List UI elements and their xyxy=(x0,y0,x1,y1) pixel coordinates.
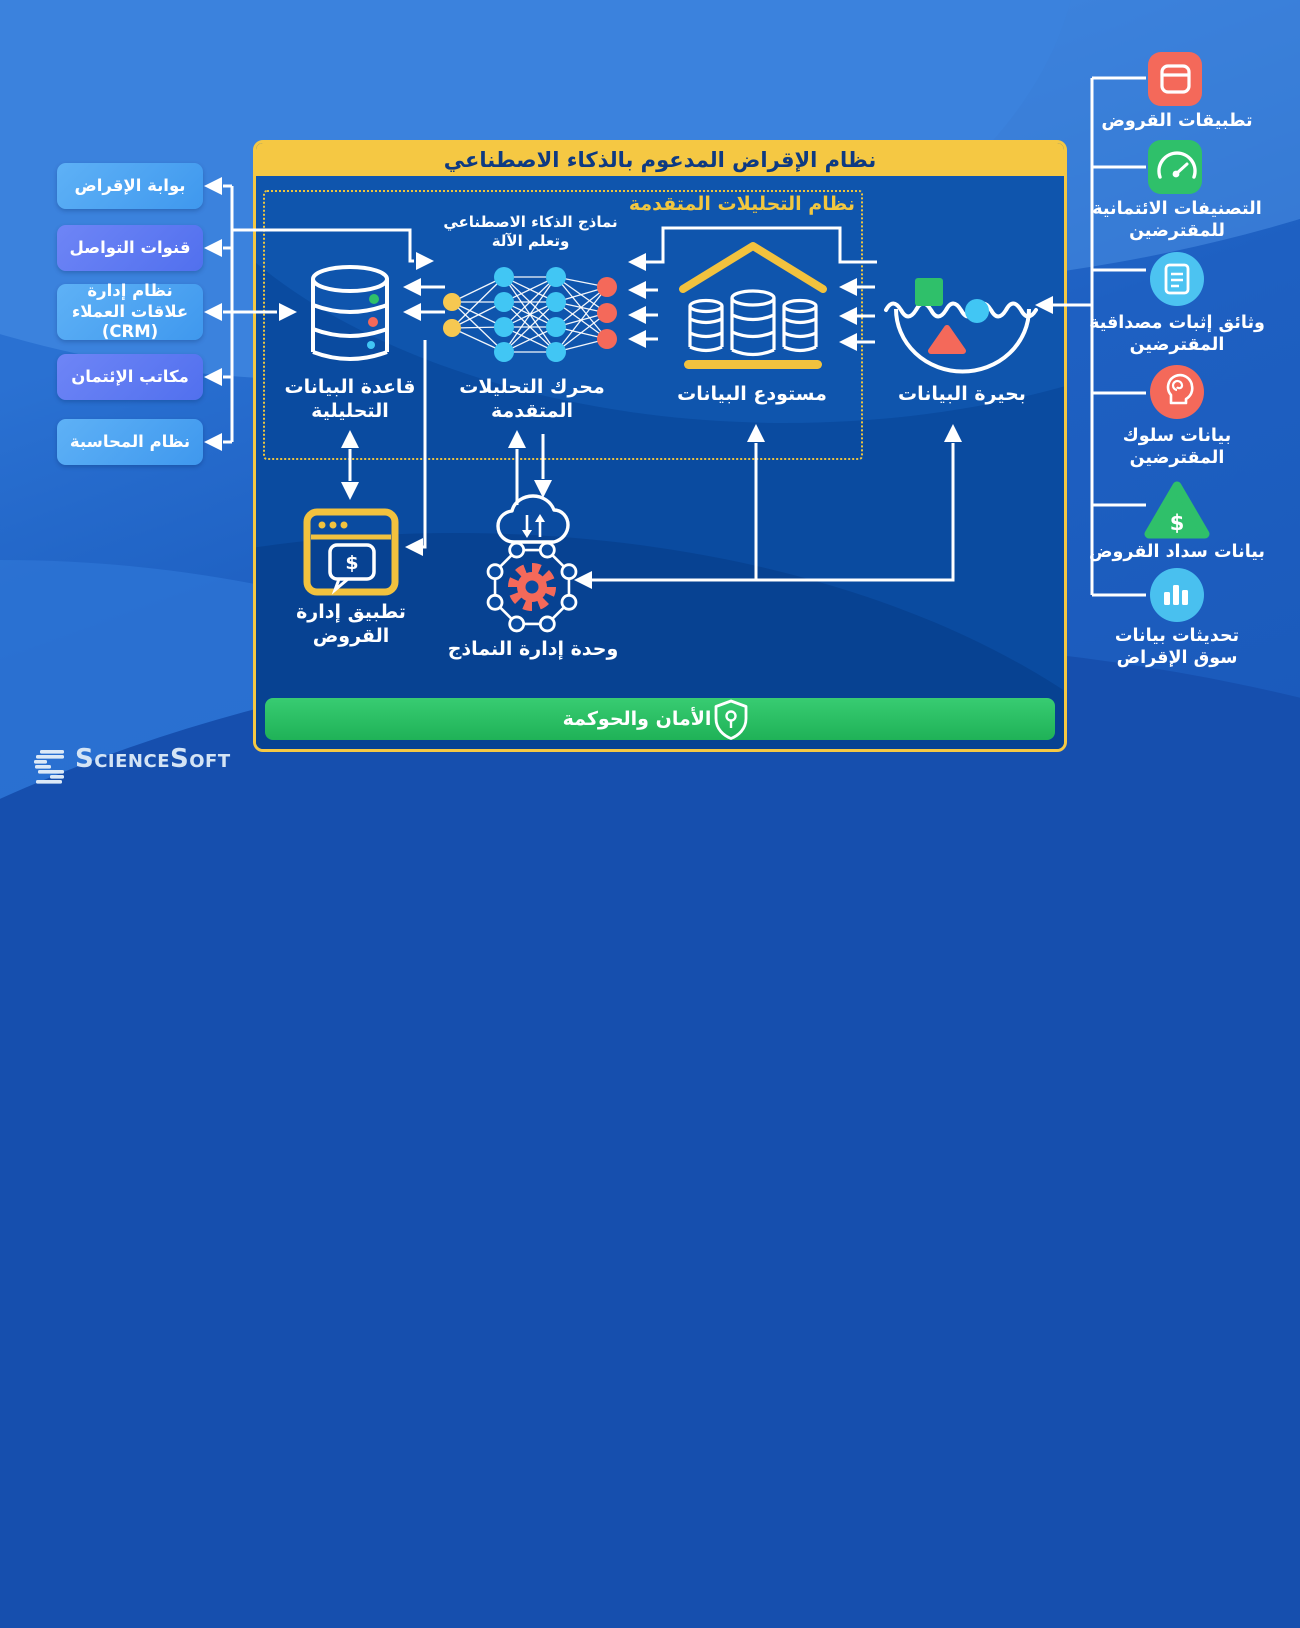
system-label: قنوات التواصل xyxy=(69,237,191,257)
sciencesoft-logo: ScienceSoft xyxy=(28,744,231,774)
source-label-loan-repayment: بيانات سداد القروض xyxy=(1078,541,1276,563)
source-label-line: للمقترضين xyxy=(1129,221,1225,242)
source-label-line: تحديثات بيانات xyxy=(1114,626,1240,646)
source-label-line: المقترضين xyxy=(1129,335,1225,356)
system-credit-bureaus: مكاتب الإئتمان xyxy=(57,354,203,400)
background-wave xyxy=(0,640,1300,1628)
security-governance-bar: الأمان والحوكمة xyxy=(265,698,1055,740)
panel-title: نظام الإقراض المدعوم بالذكاء الاصطناعي xyxy=(256,143,1064,176)
market-data-chart-icon xyxy=(1150,568,1204,622)
source-label-market-updates: تحديثات بيانات سوق الإقراض xyxy=(1085,625,1269,670)
advanced-analytics-group xyxy=(263,190,863,460)
panel-title-text: نظام الإقراض المدعوم بالذكاء الاصطناعي xyxy=(443,147,877,172)
security-label: الأمان والحوكمة xyxy=(562,708,712,730)
system-label: مكاتب الإئتمان xyxy=(71,366,189,386)
source-label-line: تطبيقات القروض xyxy=(1101,111,1253,131)
loan-applications-icon xyxy=(1148,52,1202,106)
system-label: نظام إدارة علاقات العملاء (CRM) xyxy=(71,281,189,342)
source-label-credibility-docs: وثائق إثبات مصداقية المقترضين xyxy=(1078,312,1276,357)
source-label-line: بيانات سلوك xyxy=(1122,426,1232,446)
credibility-document-icon xyxy=(1150,252,1204,306)
source-label-line: سوق الإقراض xyxy=(1116,648,1238,669)
source-label-line: بيانات سداد القروض xyxy=(1089,542,1265,562)
source-label-line: وثائق إثبات مصداقية xyxy=(1089,313,1265,333)
system-accounting: نظام المحاسبة xyxy=(57,419,203,465)
system-label: نظام المحاسبة xyxy=(69,431,191,451)
system-crm: نظام إدارة علاقات العملاء (CRM) xyxy=(57,281,203,342)
loan-repayment-icon: $ xyxy=(1144,481,1210,539)
borrower-behavior-icon xyxy=(1150,365,1204,419)
dollar-glyph: $ xyxy=(1170,511,1185,535)
system-communication-channels: قنوات التواصل xyxy=(57,225,203,271)
system-lending-portal: بوابة الإقراض xyxy=(57,163,203,209)
source-label-credit-ratings: التصنيفات الائتمانية للمقترضين xyxy=(1085,198,1269,243)
source-label-borrower-behavior: بيانات سلوك المقترضين xyxy=(1085,425,1269,470)
system-label: بوابة الإقراض xyxy=(74,175,186,195)
source-label-loan-applications: تطبيقات القروض xyxy=(1085,110,1269,132)
credit-score-gauge-icon xyxy=(1148,140,1202,194)
source-label-line: المقترضين xyxy=(1129,448,1225,469)
source-label-line: التصنيفات الائتمانية xyxy=(1092,199,1262,219)
logo-text: ScienceSoft xyxy=(75,744,231,774)
